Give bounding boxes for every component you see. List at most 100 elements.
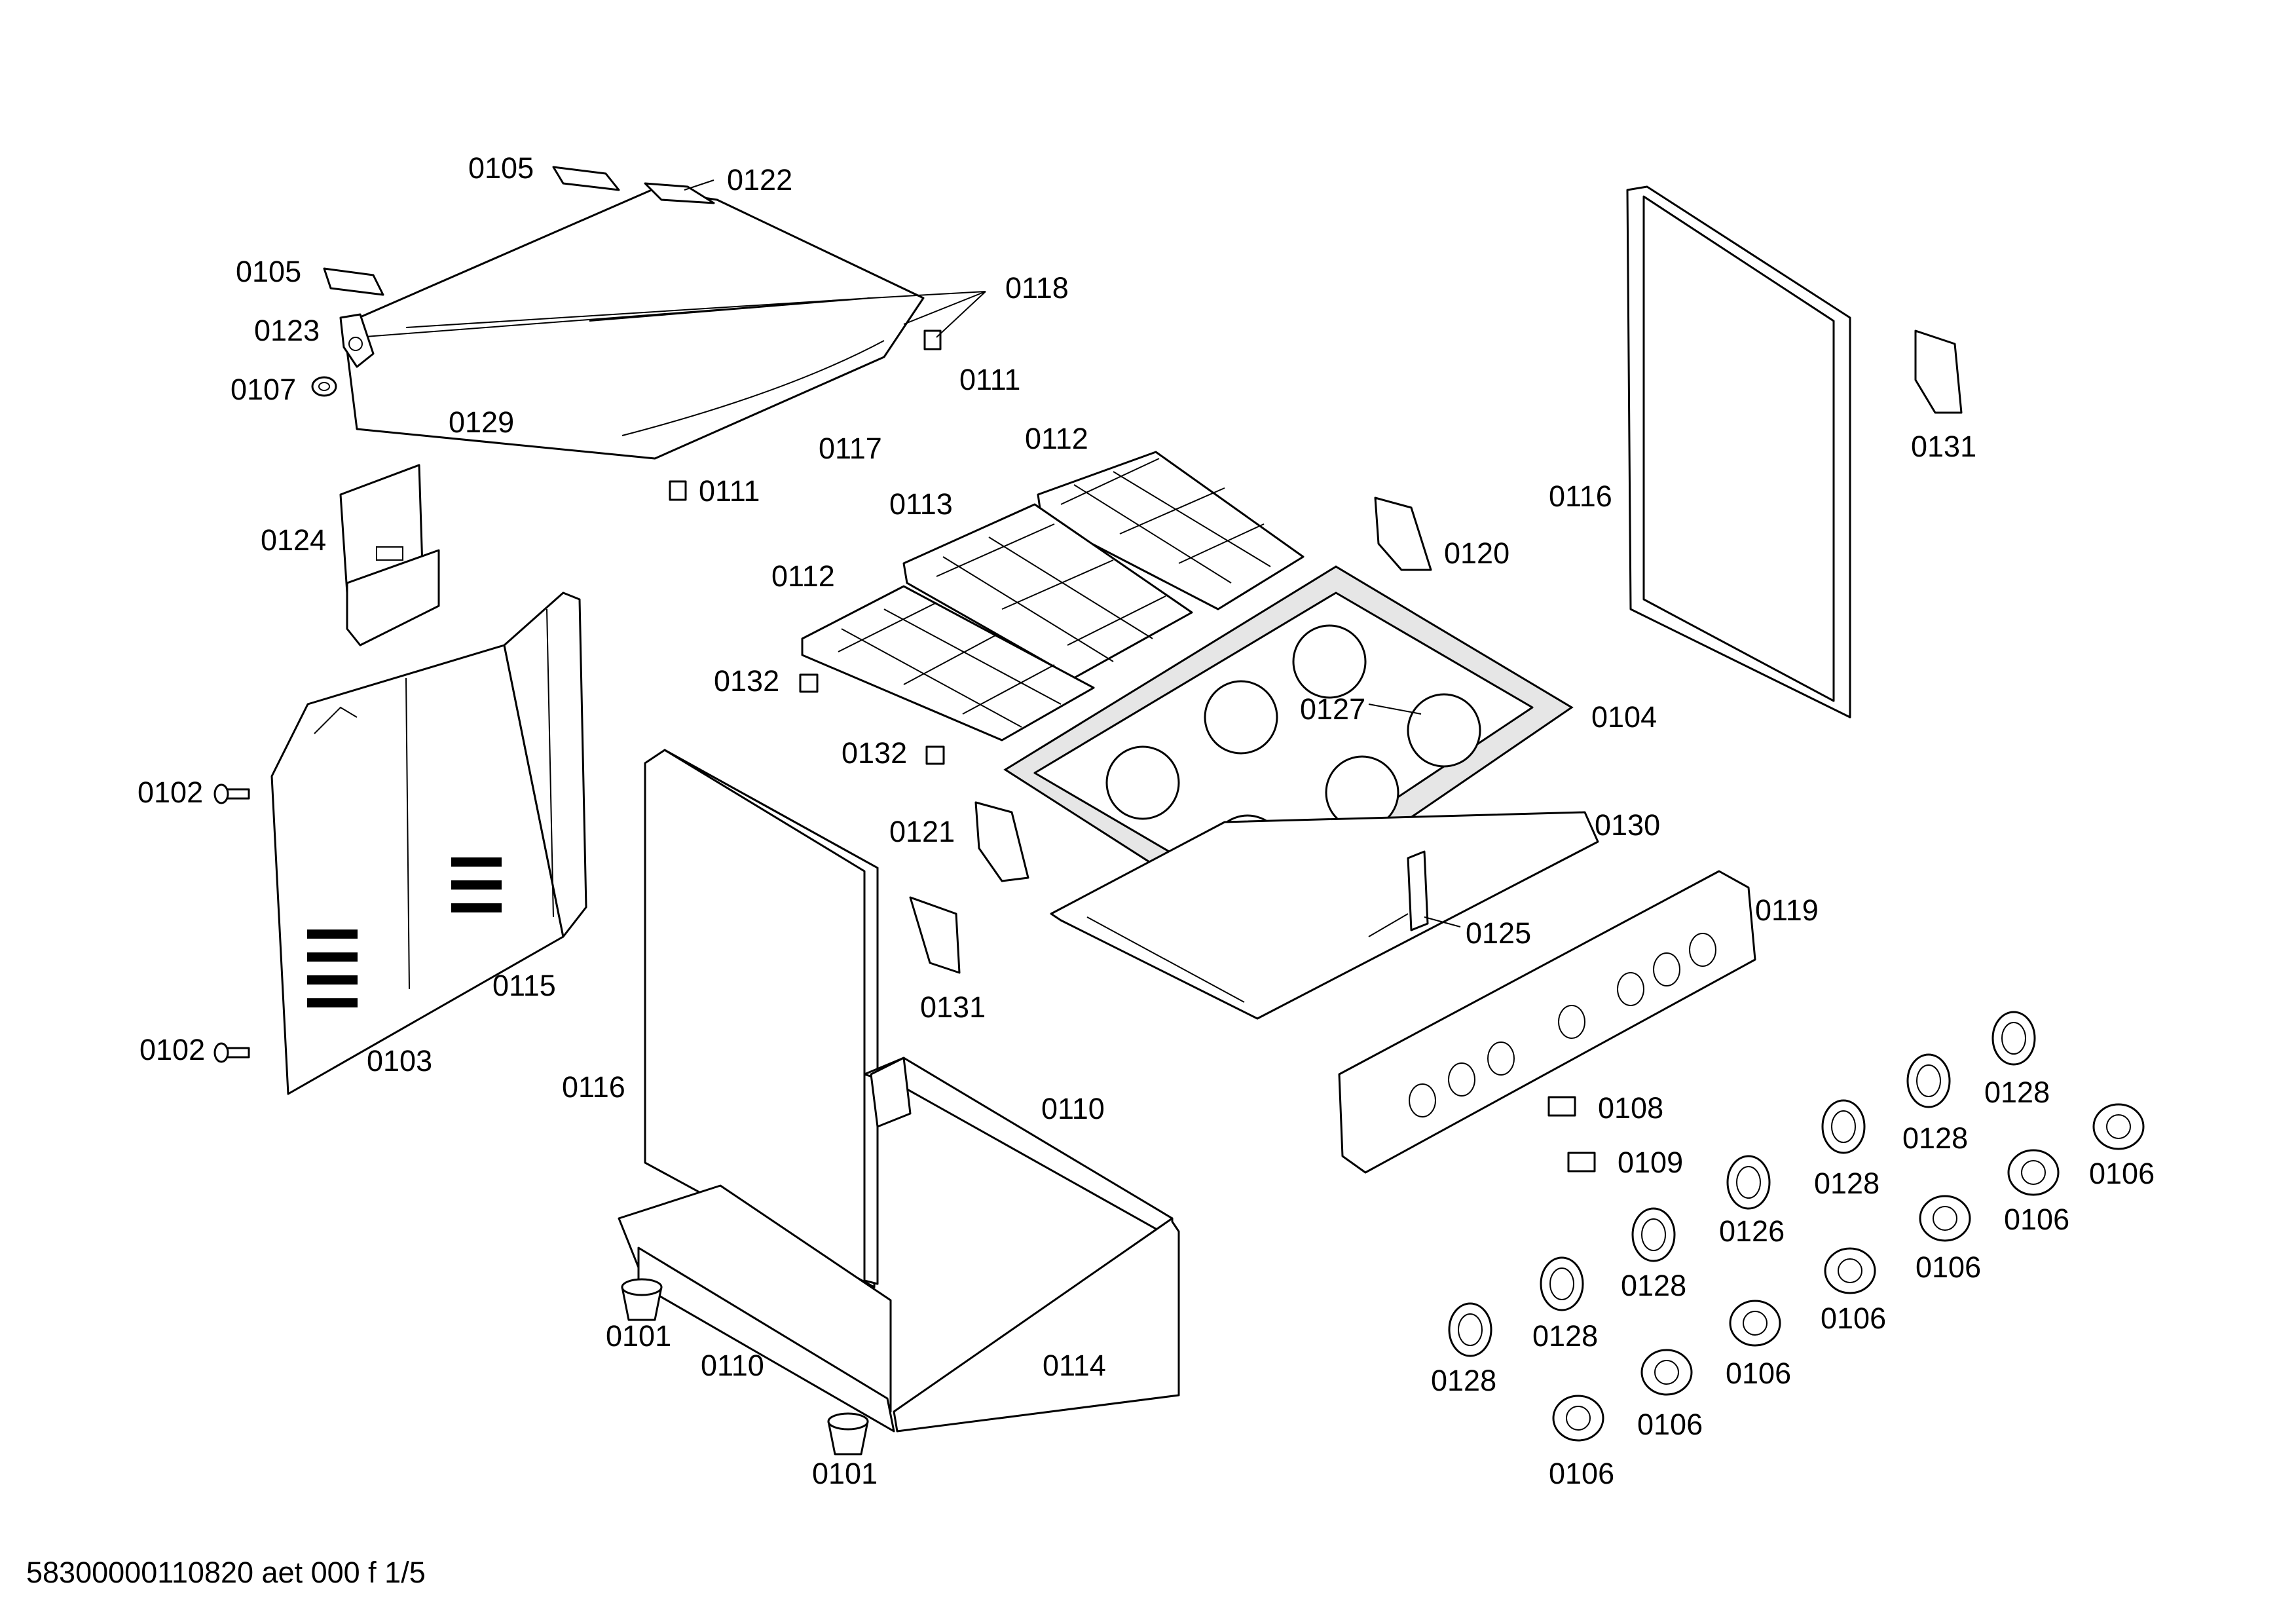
knob-0106f (1640, 1349, 1693, 1396)
callout-0125: 0125 (1466, 916, 1531, 950)
switch-0109 (1567, 1152, 1596, 1173)
drawing-number-footer: 58300000110820 aet 000 f 1/5 (26, 1556, 426, 1589)
callout-0106f: 0106 (1637, 1408, 1703, 1441)
knob-0106a (2092, 1103, 2145, 1150)
side-panel-0116-left (644, 749, 879, 1288)
callout-0102a: 0102 (138, 776, 203, 809)
bezel-0128e (1540, 1256, 1584, 1311)
callout-0102b: 0102 (139, 1033, 205, 1066)
washer-0107 (311, 376, 337, 397)
callout-0132a: 0132 (714, 664, 779, 698)
callout-0131a: 0131 (1911, 430, 1976, 463)
knob-0106c (1919, 1195, 1971, 1242)
callout-0106a: 0106 (2089, 1157, 2155, 1190)
bracket-0131-right (1914, 329, 1963, 414)
bracket-0125 (1407, 850, 1429, 931)
callout-0118: 0118 (1005, 271, 1069, 305)
callout-0109: 0109 (1618, 1146, 1683, 1179)
buffer-0105a (552, 166, 620, 191)
callout-0128e: 0128 (1532, 1319, 1598, 1353)
bracket-0121 (974, 801, 1029, 882)
callout-0101b: 0101 (812, 1457, 878, 1490)
leader-lines (684, 179, 1461, 928)
rear-panel-0103 (270, 644, 565, 1095)
callout-0128a: 0128 (1984, 1076, 2050, 1109)
side-frame-0115 (503, 591, 587, 938)
control-panel-0119 (1338, 870, 1756, 1174)
bezel-0128a (1991, 1011, 2036, 1066)
callout-0115: 0115 (492, 969, 556, 1002)
callout-0127: 0127 (1300, 692, 1365, 726)
callout-0128d: 0128 (1621, 1269, 1686, 1302)
hob-top-0104 (1003, 565, 1574, 928)
callout-0113: 0113 (889, 487, 953, 521)
lid-hinge-0123 (339, 313, 375, 368)
callout-0128b: 0128 (1902, 1121, 1968, 1155)
bracket-0131-left (909, 896, 961, 974)
hob-tray-0130 (1050, 811, 1599, 1020)
callout-0120: 0120 (1444, 536, 1509, 570)
foot-0111a (923, 329, 942, 350)
callout-0106b: 0106 (2004, 1203, 2069, 1236)
callout-0117: 0117 (819, 432, 882, 465)
callout-0101a: 0101 (606, 1319, 671, 1353)
base-frame-0110-0114 (618, 1057, 1180, 1433)
callout-0103: 0103 (367, 1044, 432, 1078)
callout-0130: 0130 (1595, 808, 1660, 842)
callout-0106g: 0106 (1549, 1457, 1614, 1490)
bezel-0128b (1906, 1053, 1951, 1108)
callout-0126: 0126 (1719, 1214, 1785, 1248)
callout-0105a: 0105 (468, 151, 534, 185)
callout-0131b: 0131 (920, 990, 986, 1024)
callout-0121: 0121 (889, 815, 955, 848)
knob-0106e (1729, 1300, 1781, 1347)
callout-0106c: 0106 (1916, 1250, 1981, 1284)
callout-0119: 0119 (1755, 893, 1819, 927)
bezel-0128c (1821, 1099, 1866, 1154)
knob-0106d (1824, 1247, 1876, 1294)
pan-support-0113 (902, 503, 1193, 679)
knob-0106b (2007, 1149, 2060, 1196)
callout-0106e: 0106 (1726, 1357, 1791, 1390)
callout-0112a: 0112 (1025, 422, 1088, 455)
callout-0110b: 0110 (701, 1349, 764, 1382)
side-panel-0116-right (1626, 185, 1851, 719)
screw-0102a (213, 783, 250, 804)
bracket-0120 (1374, 497, 1432, 571)
callout-0108: 0108 (1598, 1091, 1663, 1125)
bezel-0128d (1631, 1207, 1676, 1262)
callout-0105b: 0105 (236, 255, 301, 288)
callout-0104: 0104 (1591, 700, 1657, 734)
pan-support-0112-front (801, 585, 1095, 741)
clip-0132b (925, 745, 945, 765)
callout-0114: 0114 (1043, 1349, 1106, 1382)
screw-0102b (213, 1042, 250, 1063)
callout-0110a: 0110 (1041, 1092, 1105, 1125)
lid-0117 (343, 189, 925, 460)
callout-0128f: 0128 (1431, 1364, 1496, 1397)
bezel-0126 (1726, 1155, 1771, 1210)
bracket-0124 (339, 464, 440, 647)
callout-0111a: 0111 (959, 363, 1020, 396)
callout-0132b: 0132 (842, 736, 907, 770)
knob-0106g (1552, 1395, 1604, 1442)
lid-hinge-0122 (644, 182, 715, 204)
callout-0111b: 0111 (699, 474, 760, 508)
foot-0101b (827, 1412, 869, 1455)
callout-0106d: 0106 (1821, 1302, 1886, 1335)
callout-0107: 0107 (231, 373, 296, 406)
foot-0101a (621, 1278, 663, 1321)
switch-0108 (1547, 1096, 1576, 1117)
foot-0111b (669, 480, 687, 501)
callout-0123: 0123 (254, 314, 320, 347)
callout-0112b: 0112 (771, 559, 835, 593)
clip-0132a (799, 673, 819, 693)
callout-0116a: 0116 (1549, 479, 1612, 513)
callout-0116b: 0116 (562, 1070, 625, 1104)
bezel-0128f (1448, 1302, 1492, 1357)
callout-0128c: 0128 (1814, 1167, 1879, 1200)
callout-0129: 0129 (449, 405, 514, 439)
callout-0122: 0122 (727, 163, 792, 197)
buffer-0105b (323, 267, 384, 296)
